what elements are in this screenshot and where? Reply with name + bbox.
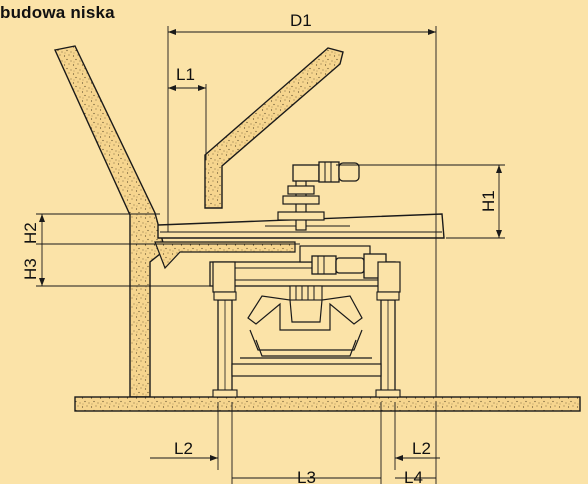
right-hopper-wall <box>204 47 344 209</box>
floor-slab <box>74 396 581 412</box>
dim-label-h1: H1 <box>479 190 498 212</box>
dim-label-l3: L3 <box>297 468 316 484</box>
dim-label-d1: D1 <box>290 11 312 30</box>
dim-label-l2-left: L2 <box>174 439 193 458</box>
drawing-title: budowa niska <box>0 3 115 22</box>
dim-label-l1: L1 <box>176 65 195 84</box>
dim-label-l2-right: L2 <box>412 439 431 458</box>
dim-label-l4: L4 <box>404 468 423 484</box>
shaft-hub <box>282 195 320 205</box>
lower-ledge <box>154 241 296 270</box>
dim-label-h2: H2 <box>21 222 40 244</box>
top-drive-motor <box>292 161 360 183</box>
conveyor-trough <box>240 285 372 359</box>
dimension-lines <box>36 26 505 484</box>
dimension-arrows <box>39 29 502 461</box>
cross-beam <box>231 363 382 377</box>
dim-label-h3: H3 <box>21 258 40 280</box>
left-chute-wall <box>53 45 166 398</box>
